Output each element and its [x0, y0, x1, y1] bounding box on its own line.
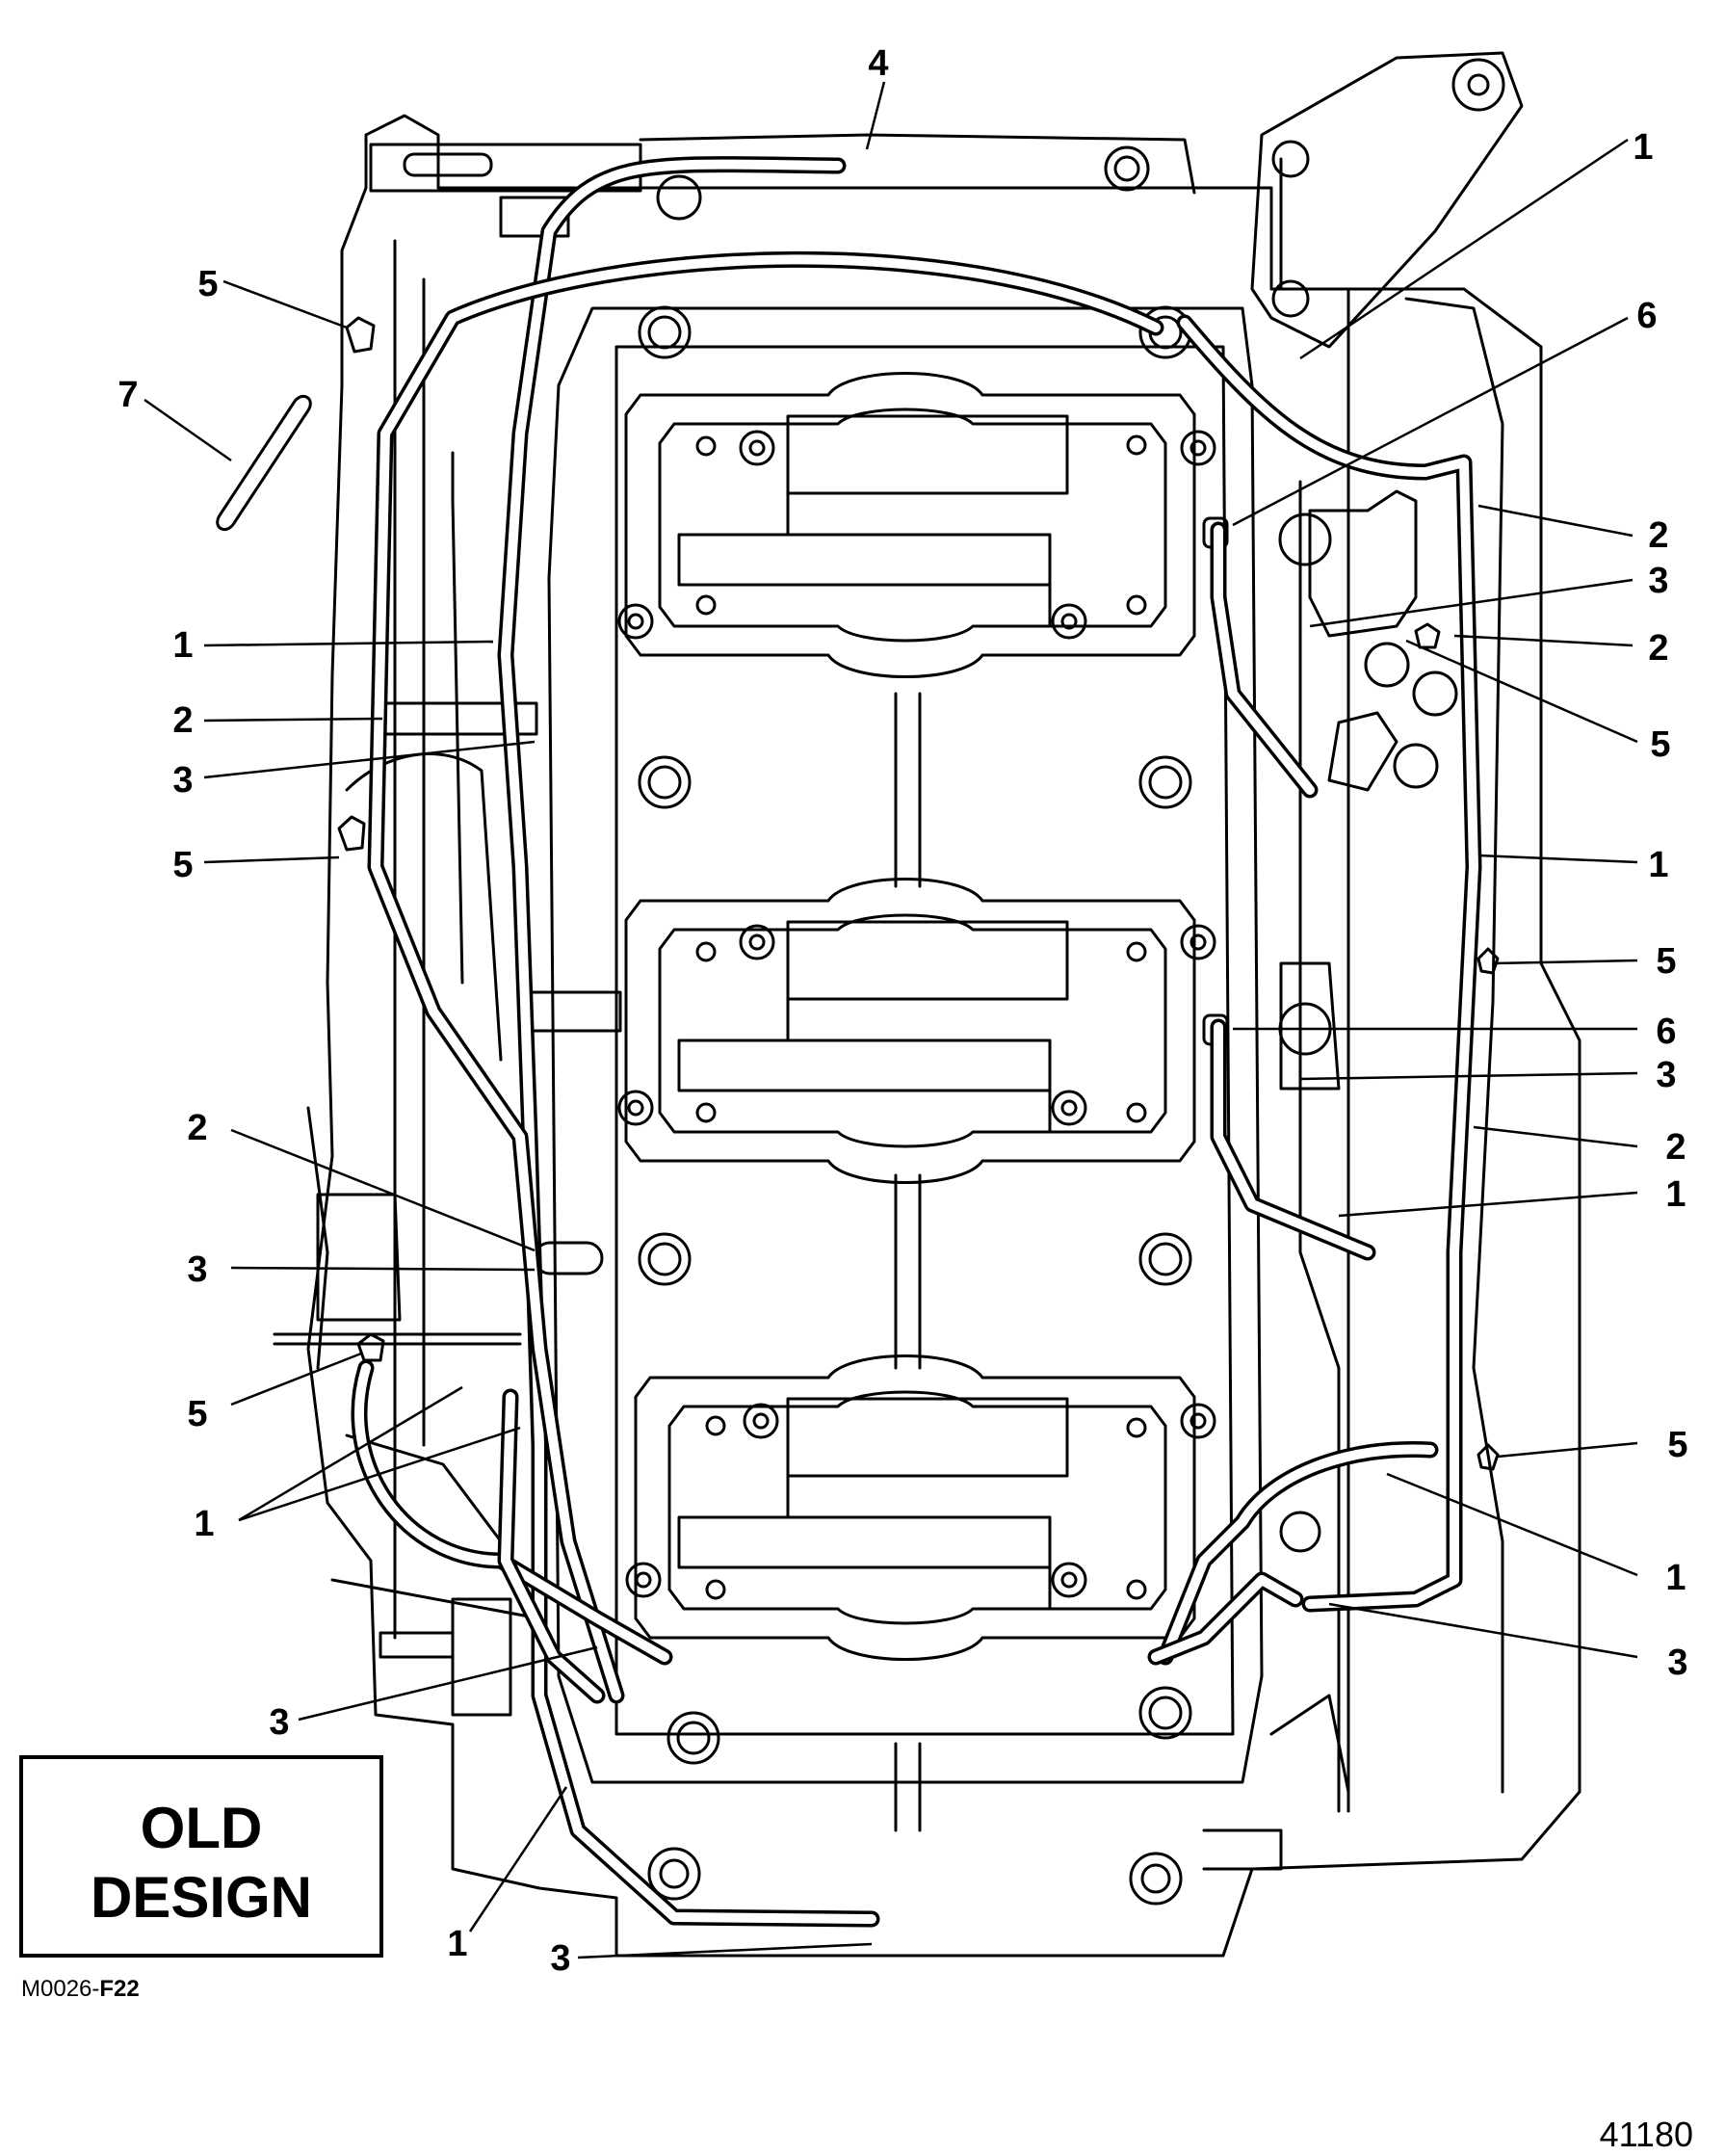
- callout-3: 3: [1656, 1055, 1676, 1095]
- callout-2: 2: [1648, 515, 1668, 556]
- design-line-2: DESIGN: [91, 1865, 312, 1930]
- reed-cover-bottom: [625, 1354, 1216, 1661]
- design-line-1: OLD: [141, 1796, 263, 1860]
- callout-3: 3: [1667, 1643, 1687, 1683]
- callout-3: 3: [269, 1702, 289, 1743]
- figure-code-prefix: M0026-: [21, 1976, 99, 2002]
- callout-2: 2: [1665, 1127, 1686, 1168]
- hose-routing: [351, 156, 1482, 1928]
- reference-number: 41180: [1600, 2115, 1693, 2154]
- callout-5: 5: [197, 264, 218, 304]
- callout-1: 1: [194, 1504, 214, 1544]
- callout-2: 2: [187, 1108, 207, 1148]
- callout-2: 2: [172, 700, 193, 741]
- figure-code: M0026-F22: [21, 1976, 140, 2002]
- leader-lines: [144, 81, 1638, 1959]
- callout-6: 6: [1656, 1012, 1676, 1052]
- callout-1: 1: [1665, 1174, 1686, 1215]
- figure-code-suffix: F22: [99, 1976, 139, 2002]
- engine-block: [306, 51, 1581, 1958]
- callout-5: 5: [1650, 724, 1670, 765]
- reed-cover-top: [617, 372, 1216, 678]
- callout-labels: 4 1 6 2 3 2 5 1 5 6 3 2 1 5 1 3 5 7 1 2 …: [118, 43, 1687, 1979]
- callout-1: 1: [447, 1924, 467, 1964]
- callout-5: 5: [1667, 1425, 1687, 1465]
- callout-2: 2: [1648, 628, 1668, 669]
- callout-4: 4: [868, 43, 888, 84]
- callout-1: 1: [1633, 127, 1653, 168]
- callout-3: 3: [187, 1249, 207, 1290]
- reed-cover-middle: [617, 878, 1216, 1184]
- callout-5: 5: [187, 1394, 207, 1434]
- old-design-box: OLD DESIGN: [19, 1755, 383, 1958]
- callout-3: 3: [550, 1938, 570, 1979]
- right-side-hardware: [216, 316, 1500, 1906]
- callout-3: 3: [172, 760, 193, 801]
- callout-7: 7: [118, 375, 138, 415]
- callout-1: 1: [172, 625, 193, 666]
- callout-1: 1: [1665, 1558, 1686, 1598]
- callout-1: 1: [1648, 845, 1668, 885]
- callout-3: 3: [1648, 561, 1668, 601]
- callout-6: 6: [1636, 296, 1657, 336]
- callout-5: 5: [172, 845, 193, 885]
- callout-5: 5: [1656, 941, 1676, 982]
